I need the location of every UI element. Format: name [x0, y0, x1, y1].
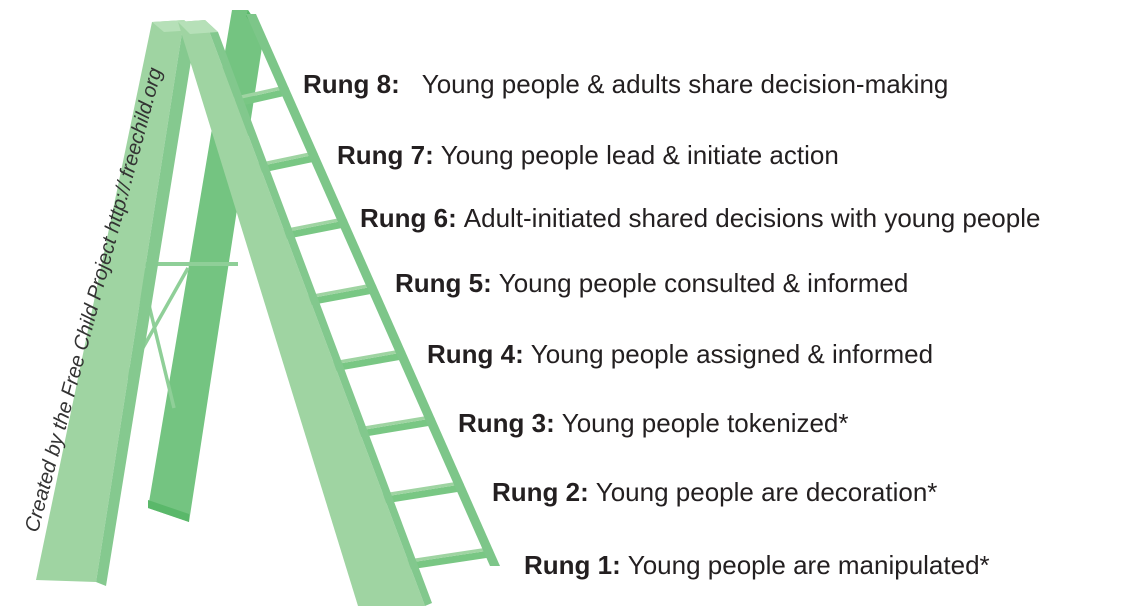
rung-7-number: Rung 7: — [337, 140, 434, 170]
ladder-rung — [399, 550, 493, 571]
rung-5-label: Rung 5:Young people consulted & informed — [395, 268, 908, 298]
rung-7-text: Young people lead & initiate action — [440, 140, 839, 170]
front-rail — [178, 20, 425, 606]
front-rail-side — [205, 20, 432, 606]
ladder-rung-top — [323, 349, 406, 366]
rung-4-label: Rung 4:Young people assigned & informed — [427, 339, 933, 369]
rung-2-label: Rung 2:Young people are decoration* — [492, 477, 937, 507]
front-rail-top — [178, 20, 218, 34]
rung-1-number: Rung 1: — [524, 550, 621, 580]
ladder-rung-top — [373, 481, 464, 498]
ladder-rung-top — [298, 283, 377, 300]
ladder-rung — [375, 484, 464, 505]
rung-8-label: Rung 8: Young people & adults share decis… — [303, 69, 948, 99]
rung-3-label: Rung 3:Young people tokenized* — [458, 408, 849, 438]
ladder-rung — [350, 418, 435, 439]
ladder-rung-top — [348, 415, 435, 432]
left-rail — [36, 20, 184, 582]
rung-3-text: Young people tokenized* — [561, 408, 849, 438]
rung-5-text: Young people consulted & informed — [498, 268, 909, 298]
rung-2-text: Young people are decoration* — [595, 477, 938, 507]
rung-8-text: Young people & adults share decision-mak… — [421, 69, 949, 99]
rung-4-number: Rung 4: — [427, 339, 524, 369]
left-rail-side — [96, 20, 196, 586]
rung-1-text: Young people are manipulated* — [627, 550, 990, 580]
rung-4-text: Young people assigned & informed — [530, 339, 934, 369]
rung-7-label: Rung 7:Young people lead & initiate acti… — [337, 140, 839, 170]
rung-6-number: Rung 6: — [360, 203, 457, 233]
rung-3-number: Rung 3: — [458, 408, 555, 438]
front-inner-rail — [246, 14, 500, 566]
rung-2-number: Rung 2: — [492, 477, 589, 507]
rung-5-number: Rung 5: — [395, 268, 492, 298]
rung-1-label: Rung 1:Young people are manipulated* — [524, 550, 990, 580]
ladder-rung-top — [397, 547, 493, 564]
rung-6-text: Adult-initiated shared decisions with yo… — [463, 203, 1041, 233]
ladder-rung — [325, 352, 406, 373]
ladder-rung-top — [274, 217, 348, 234]
rung-6-label: Rung 6:Adult-initiated shared decisions … — [360, 203, 1040, 233]
ladder-rung — [300, 286, 377, 307]
rung-8-number: Rung 8: — [303, 69, 400, 99]
back-rail-shade — [148, 500, 189, 522]
